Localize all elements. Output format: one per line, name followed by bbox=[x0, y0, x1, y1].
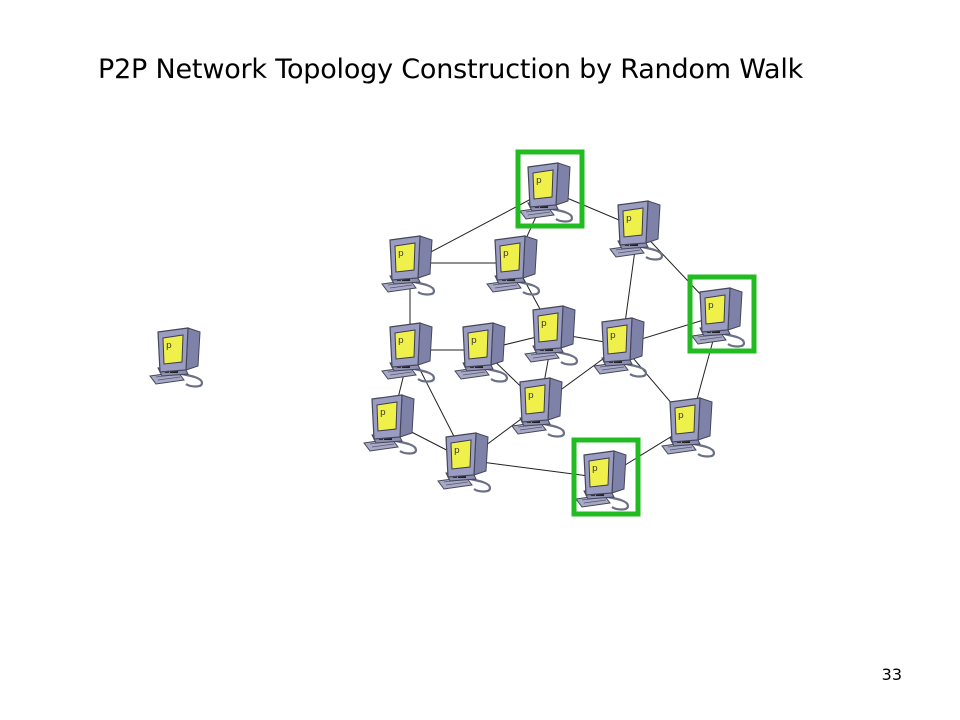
peer-computer-icon bbox=[518, 161, 574, 223]
peer-computer-icon bbox=[574, 449, 630, 511]
page-number: 33 bbox=[881, 665, 902, 684]
peer-computer-icon bbox=[608, 199, 664, 261]
peer-computer-icon bbox=[690, 286, 746, 348]
peer-computer-icon bbox=[362, 393, 418, 455]
new-peer-computer-icon bbox=[148, 326, 204, 388]
peer-computer-icon bbox=[660, 396, 716, 458]
walk-highlight-box bbox=[515, 149, 585, 229]
peer-computer-icon bbox=[485, 234, 541, 296]
peer-computer-icon bbox=[380, 234, 436, 296]
network-edge bbox=[409, 189, 549, 264]
walk-highlight-box bbox=[571, 437, 641, 517]
peer-computer-icon bbox=[523, 304, 579, 366]
peer-computer-icon bbox=[436, 431, 492, 493]
walk-highlights bbox=[515, 149, 757, 517]
network-edge bbox=[465, 459, 605, 479]
peer-computer-icon bbox=[453, 321, 509, 383]
peer-computer-icon bbox=[380, 321, 436, 383]
peer-computer-icon bbox=[592, 316, 648, 378]
slide-title: P2P Network Topology Construction by Ran… bbox=[98, 54, 804, 85]
walk-highlight-box bbox=[687, 274, 757, 354]
peer-computer-icon bbox=[510, 376, 566, 438]
network-nodes bbox=[148, 161, 746, 511]
